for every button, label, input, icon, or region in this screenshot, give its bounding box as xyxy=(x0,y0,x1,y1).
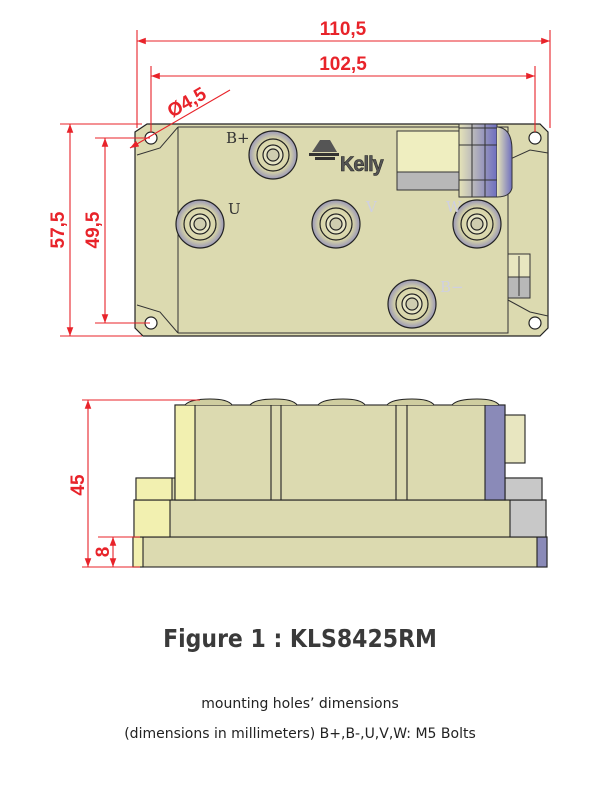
label-u: U xyxy=(228,200,241,218)
dim-overall-height: 57,5 xyxy=(48,211,69,248)
dim-hole-spacing-height: 49,5 xyxy=(83,211,104,248)
dim-hole-spacing-width: 102,5 xyxy=(319,54,367,75)
figure-title: Figure 1 : KLS8425RM xyxy=(163,624,437,653)
caption-line-2: (dimensions in millimeters) B+,B-,U,V,W:… xyxy=(124,726,476,742)
label-v: V xyxy=(365,198,378,216)
top-view: B+ U V W B− Kelly xyxy=(134,123,549,337)
terminal-w xyxy=(452,199,502,249)
dim-base-thickness: 8 xyxy=(93,547,114,558)
signal-connector xyxy=(396,123,513,198)
label-b-plus: B+ xyxy=(226,129,250,147)
side-view xyxy=(132,398,548,568)
top-dimensions xyxy=(60,30,551,337)
terminal-u xyxy=(175,199,225,249)
terminal-b-minus xyxy=(387,279,437,329)
dim-body-thickness: 45 xyxy=(68,474,89,496)
terminal-v xyxy=(311,199,361,249)
dim-overall-width: 110,5 xyxy=(320,19,367,40)
side-dimensions xyxy=(82,399,200,568)
mounting-hole xyxy=(528,316,542,330)
kelly-logo: Kelly xyxy=(309,140,386,177)
label-b-minus: B− xyxy=(440,278,464,296)
mounting-holes xyxy=(144,131,542,330)
terminals xyxy=(175,130,502,329)
mounting-hole xyxy=(528,131,542,145)
label-w: W xyxy=(446,198,462,216)
small-connector xyxy=(507,253,531,299)
terminal-b-plus xyxy=(248,130,298,180)
caption-line-1: mounting holes’ dimensions xyxy=(201,696,399,712)
svg-text:Kelly: Kelly xyxy=(340,153,384,177)
dim-hole-diameter: Ø4,5 xyxy=(164,83,211,122)
